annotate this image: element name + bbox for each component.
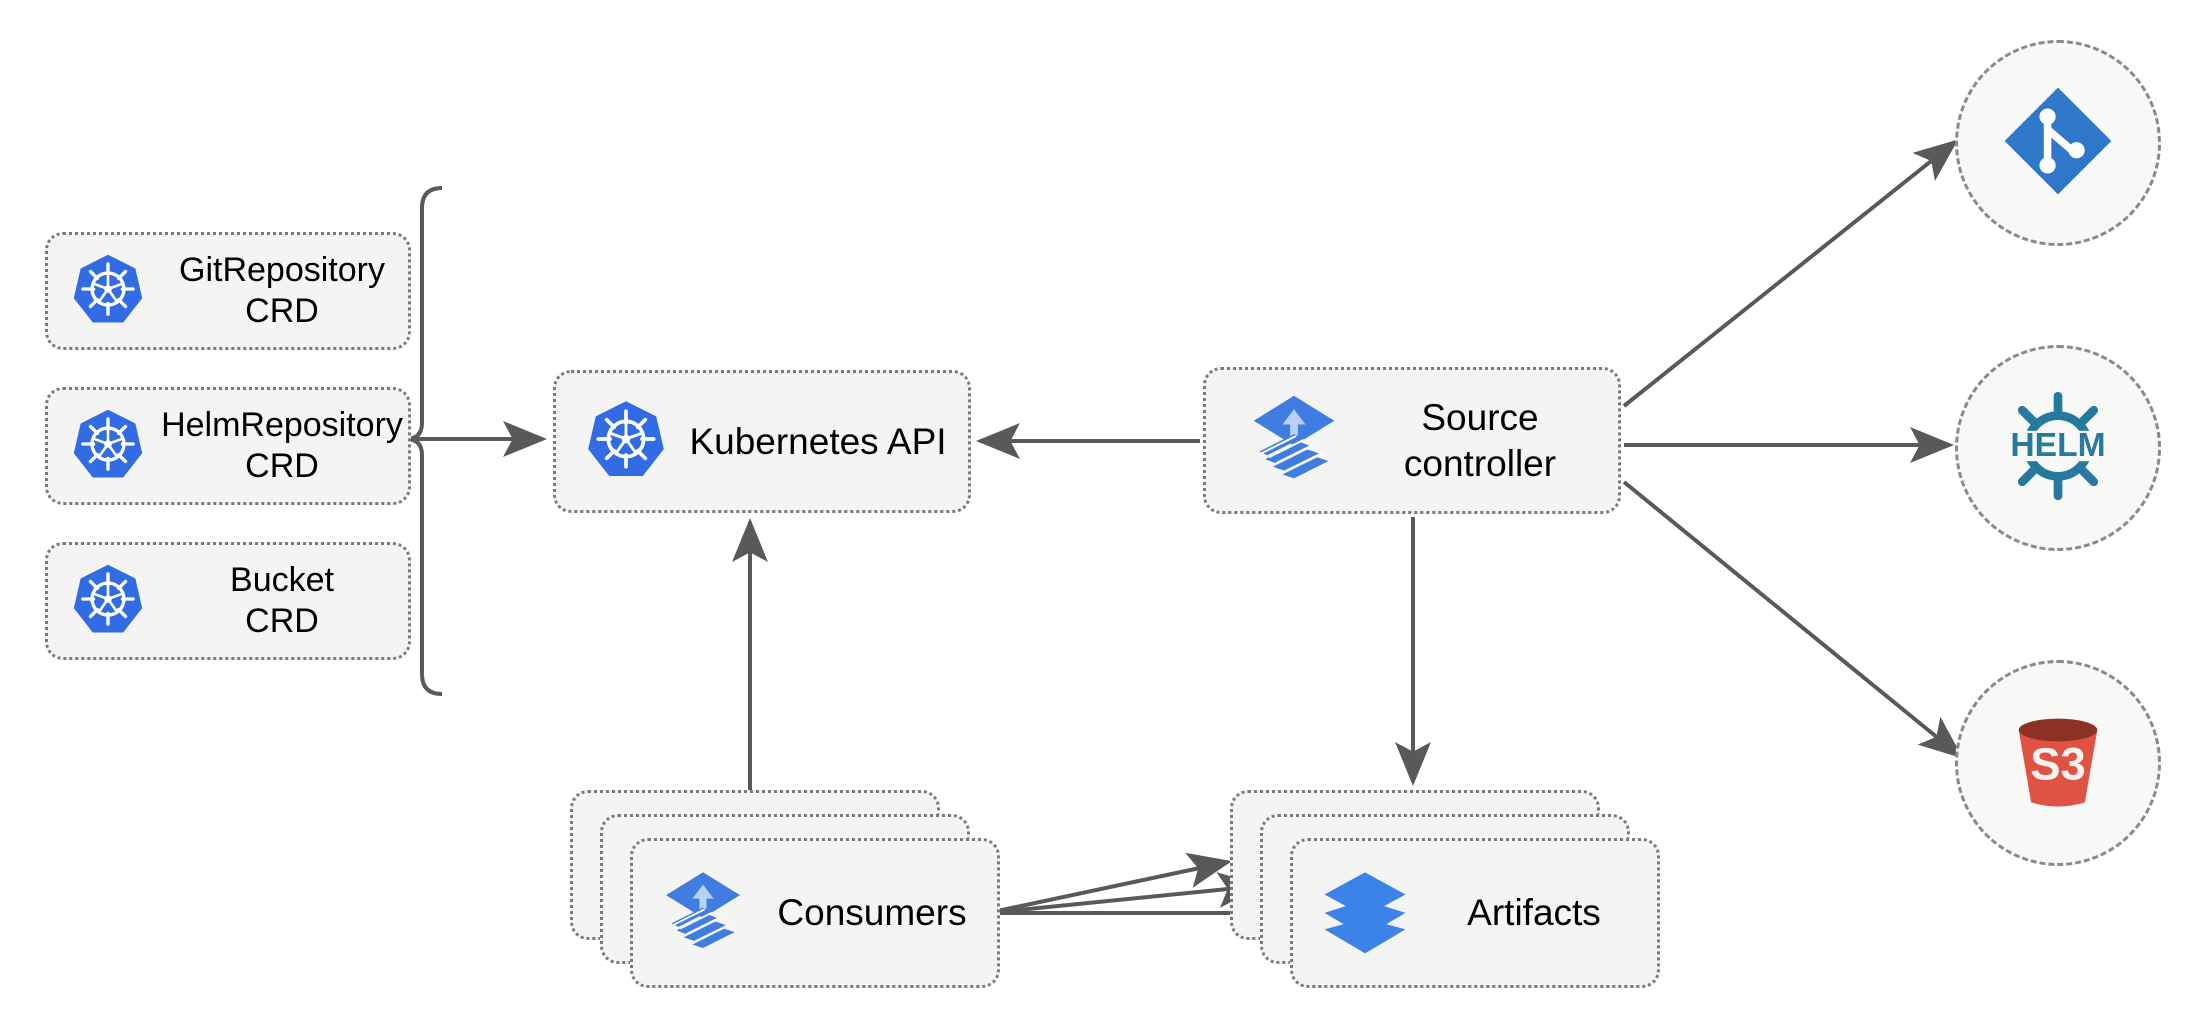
- crd-label: GitRepository CRD: [179, 250, 385, 330]
- crd-label: HelmRepository CRD: [161, 405, 403, 485]
- s3-wordmark: S3: [2030, 738, 2086, 789]
- crd-card-helmrepository[interactable]: HelmRepository CRD: [45, 387, 411, 505]
- edge-consumers-to-artifacts-1: [987, 852, 1232, 915]
- edge-source-controller-to-s3: [1622, 480, 1964, 759]
- flux-source-icon: [1246, 390, 1342, 491]
- external-target-s3[interactable]: S3: [1955, 660, 2161, 866]
- stack-sheet-front[interactable]: Artifacts: [1290, 838, 1660, 988]
- helm-icon: HELM: [1993, 381, 2123, 516]
- crd-card-bucket[interactable]: Bucket CRD: [45, 542, 411, 660]
- node-label: Consumers: [777, 892, 967, 933]
- layers-icon: [1319, 865, 1411, 962]
- kubernetes-icon: [70, 251, 146, 332]
- kubernetes-icon: [584, 397, 668, 486]
- kubernetes-icon: [70, 561, 146, 642]
- node-source-controller[interactable]: Source controller: [1203, 367, 1621, 514]
- kubernetes-icon: [70, 406, 146, 487]
- edge-consumers-to-artifacts-2: [987, 872, 1262, 915]
- crd-label: Bucket CRD: [230, 560, 334, 640]
- crd-card-gitrepository[interactable]: GitRepository CRD: [45, 232, 411, 350]
- node-label: Kubernetes API: [689, 420, 947, 462]
- s3-icon: S3: [1996, 699, 2120, 828]
- edge-source-controller-to-git: [1622, 139, 1959, 408]
- crd-group-brace: [405, 186, 443, 696]
- git-icon: [2000, 83, 2116, 204]
- stack-sheet-front[interactable]: Consumers: [630, 838, 1000, 988]
- node-label: Artifacts: [1467, 892, 1601, 933]
- external-target-helm[interactable]: HELM: [1955, 345, 2161, 551]
- node-kubernetes-api[interactable]: Kubernetes API: [553, 370, 971, 513]
- node-label: Source controller: [1403, 397, 1557, 484]
- helm-wordmark: HELM: [2010, 426, 2105, 463]
- external-target-git[interactable]: [1955, 40, 2161, 246]
- flux-source-icon: [659, 867, 747, 960]
